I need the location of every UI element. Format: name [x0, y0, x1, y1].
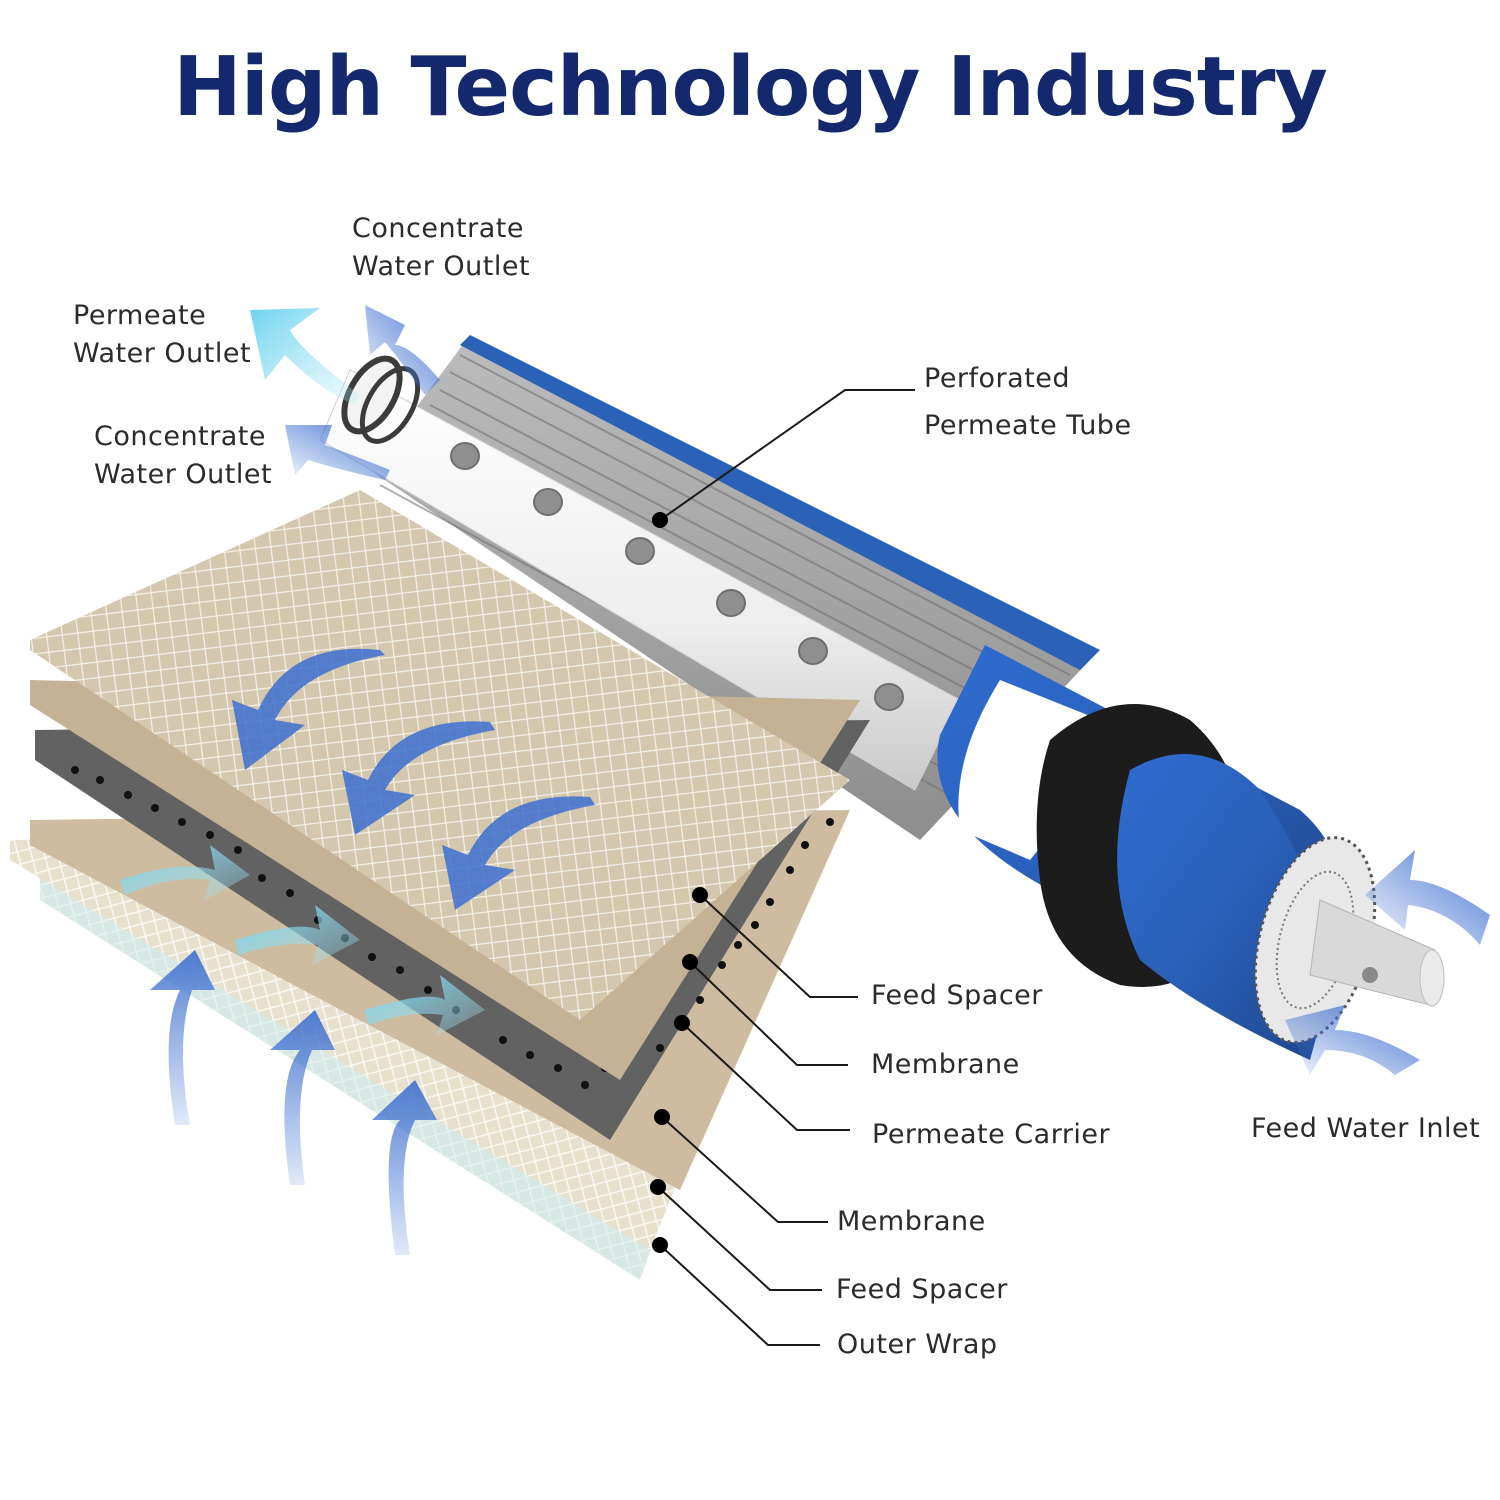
permeate-flow-arrows	[120, 845, 485, 1035]
permeate-outlet-label: Permeate Water Outlet	[73, 297, 251, 373]
concentrate-outlet-left-label: Concentrate Water Outlet	[94, 418, 272, 494]
perforated-tube-label: Perforated Permeate Tube	[924, 355, 1132, 449]
permeate-carrier-label: Permeate Carrier	[872, 1119, 1111, 1150]
label-line: Water Outlet	[352, 251, 531, 282]
layered-sheets	[10, 490, 870, 1280]
perforated-permeate-tube	[319, 355, 961, 791]
label-line: Permeate Tube	[924, 410, 1132, 441]
membrane-bottom-label: Membrane	[837, 1206, 986, 1237]
label-line: Perforated	[924, 363, 1071, 394]
feed-spacer-top-label: Feed Spacer	[871, 980, 1043, 1011]
leader-dots	[650, 512, 708, 1253]
outlet-arrows	[250, 305, 440, 480]
label-line: Water Outlet	[73, 338, 252, 369]
feed-spacer-bottom-label: Feed Spacer	[836, 1274, 1008, 1305]
permeate-carrier-dots	[71, 766, 834, 1089]
concentrate-outlet-top-label: Concentrate Water Outlet	[352, 210, 530, 286]
membrane-cylinder	[937, 645, 1445, 1060]
feed-water-inlet-label: Feed Water Inlet	[1251, 1113, 1481, 1144]
membrane-top-label: Membrane	[871, 1049, 1020, 1080]
page-title: High Technology Industry	[173, 40, 1328, 135]
feed-up-arrows	[150, 950, 437, 1255]
label-line: Permeate	[73, 300, 207, 331]
leader-lines	[657, 389, 915, 1346]
label-line: Water Outlet	[94, 459, 273, 490]
inlet-arrows	[1285, 850, 1490, 1075]
sheet-flow-arrows	[232, 648, 595, 910]
outer-wrap-label: Outer Wrap	[837, 1329, 998, 1360]
label-line: Concentrate	[352, 213, 524, 244]
label-line: Concentrate	[94, 421, 266, 452]
